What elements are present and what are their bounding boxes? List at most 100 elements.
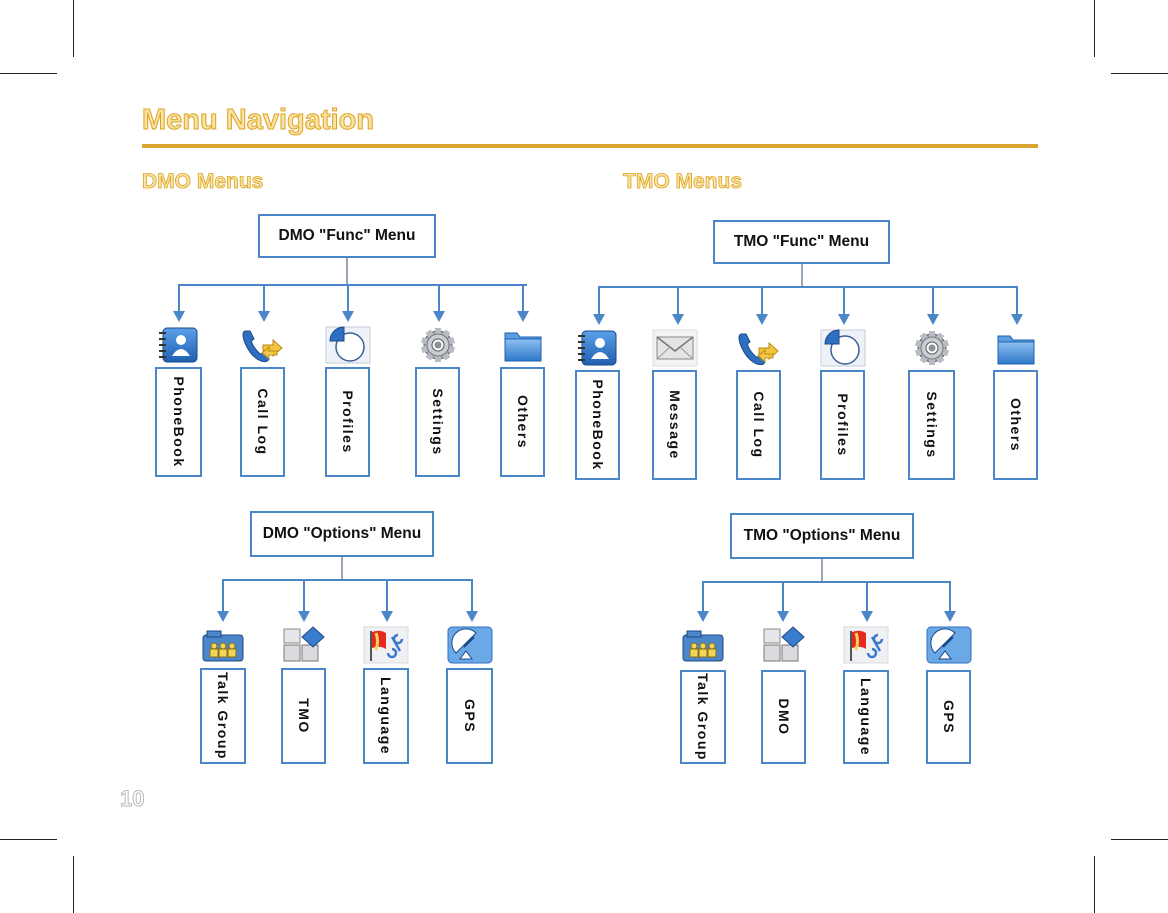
dmo-options-item-language[interactable]: Language (363, 668, 409, 764)
dmo-options-item-talk-group[interactable]: Talk Group (200, 668, 246, 764)
tmo-options-item-label: Language (858, 678, 874, 756)
settings-icon[interactable] (908, 328, 956, 368)
tmo-func-drop-line-message (677, 286, 679, 314)
phonebook-icon[interactable] (574, 328, 622, 368)
tmo-options-item-language[interactable]: Language (843, 670, 889, 764)
folder-icon[interactable] (499, 325, 547, 365)
crop-mark (1111, 839, 1168, 840)
tmo-options-arrow-talk-group (697, 611, 709, 622)
profiles-icon[interactable] (819, 328, 867, 368)
dmo-options-drop-line-talk-group (222, 579, 224, 611)
tmo-options-arrow-dmo (777, 611, 789, 622)
page-number: 10 (120, 786, 144, 812)
dmo-func-item-label: Call Log (255, 388, 271, 455)
tmo-options-drop-line-gps (949, 581, 951, 611)
dmo-func-trunk-line (346, 258, 348, 284)
call-log-icon[interactable] (239, 325, 287, 365)
dmo-func-arrow-settings (433, 311, 445, 322)
dmo-func-item-profiles[interactable]: Profiles (325, 367, 370, 477)
tmo-heading: TMO Menus (623, 170, 742, 194)
tmo-func-item-call-log[interactable]: Call Log (736, 370, 781, 480)
tmo-func-item-message[interactable]: Message (652, 370, 697, 480)
tmo-func-arrow-message (672, 314, 684, 325)
tmo-func-item-phonebook[interactable]: PhoneBook (575, 370, 620, 480)
tmo-func-bus-line (598, 286, 1018, 288)
tmo-options-item-label: DMO (776, 698, 792, 735)
tmo-func-drop-line-others (1016, 286, 1018, 314)
call-log-icon[interactable] (735, 328, 783, 368)
gps-icon[interactable] (925, 625, 973, 665)
folder-icon[interactable] (992, 328, 1040, 368)
dmo-func-item-phonebook[interactable]: PhoneBook (155, 367, 202, 477)
profiles-icon[interactable] (324, 325, 372, 365)
dmo-func-item-label: Profiles (340, 390, 356, 453)
dmo-func-arrow-call-log (258, 311, 270, 322)
dmo-options-bus-line (222, 579, 473, 581)
dmo-func-arrow-others (517, 311, 529, 322)
title-rule (142, 144, 1038, 148)
dmo-options-item-label: Language (378, 677, 394, 755)
dmo-func-drop-line-call-log (263, 284, 265, 311)
tmo-options-arrow-gps (944, 611, 956, 622)
tmo-options-drop-line-talk-group (702, 581, 704, 611)
gps-icon[interactable] (446, 625, 494, 665)
dmo-func-drop-line-profiles (347, 284, 349, 311)
dmo-options-arrow-gps (466, 611, 478, 622)
tmo-func-item-profiles[interactable]: Profiles (820, 370, 865, 480)
tmo-func-trunk-line (801, 264, 803, 286)
tmo-func-item-settings[interactable]: Settings (908, 370, 955, 480)
settings-icon[interactable] (414, 325, 462, 365)
crop-mark (73, 856, 74, 913)
language-icon[interactable] (362, 625, 410, 665)
dmo-func-item-others[interactable]: Others (500, 367, 545, 477)
crop-mark (1094, 0, 1095, 57)
tmo-func-item-label: Settings (924, 391, 940, 458)
tmo-func-arrow-others (1011, 314, 1023, 325)
language-icon[interactable] (842, 625, 890, 665)
dmo-options-item-tmo[interactable]: TMO (281, 668, 326, 764)
crop-mark (73, 0, 74, 57)
dmo-func-drop-line-phonebook (178, 284, 180, 311)
tmo-func-arrow-call-log (756, 314, 768, 325)
tmo-func-item-label: Call Log (751, 391, 767, 458)
page-title: Menu Navigation (142, 104, 374, 137)
tmo-func-arrow-profiles (838, 314, 850, 325)
tmo-options-item-label: Talk Group (695, 673, 711, 761)
talk-group-icon[interactable] (199, 625, 247, 665)
tmo-func-item-others[interactable]: Others (993, 370, 1038, 480)
dmo-func-item-label: PhoneBook (171, 376, 187, 467)
dmo-options-trunk-line (341, 557, 343, 579)
dmo-options-item-gps[interactable]: GPS (446, 668, 493, 764)
dmo-options-drop-line-language (386, 579, 388, 611)
tmo-options-item-gps[interactable]: GPS (926, 670, 971, 764)
dmo-options-menu-box: DMO "Options" Menu (250, 511, 434, 557)
tmo-func-item-label: Profiles (835, 393, 851, 456)
mode-icon[interactable] (760, 625, 808, 665)
crop-mark (0, 73, 57, 74)
tmo-options-drop-line-language (866, 581, 868, 611)
mode-icon[interactable] (280, 625, 328, 665)
tmo-func-item-label: Message (667, 390, 683, 460)
dmo-heading: DMO Menus (142, 170, 263, 194)
tmo-options-item-talk-group[interactable]: Talk Group (680, 670, 726, 764)
tmo-options-item-label: GPS (941, 700, 957, 734)
tmo-func-drop-line-profiles (843, 286, 845, 314)
tmo-options-bus-line (702, 581, 951, 583)
tmo-func-item-label: Others (1008, 398, 1024, 452)
message-icon[interactable] (651, 328, 699, 368)
dmo-options-item-label: GPS (462, 699, 478, 733)
dmo-func-menu-box: DMO "Func" Menu (258, 214, 436, 258)
dmo-func-bus-line (178, 284, 527, 286)
talk-group-icon[interactable] (679, 625, 727, 665)
dmo-options-drop-line-gps (471, 579, 473, 611)
crop-mark (1111, 73, 1168, 74)
crop-mark (1094, 856, 1095, 913)
dmo-func-drop-line-settings (438, 284, 440, 311)
tmo-options-drop-line-dmo (782, 581, 784, 611)
tmo-options-item-dmo[interactable]: DMO (761, 670, 806, 764)
dmo-func-item-call-log[interactable]: Call Log (240, 367, 285, 477)
dmo-func-item-settings[interactable]: Settings (415, 367, 460, 477)
tmo-options-menu-box: TMO "Options" Menu (730, 513, 914, 559)
phonebook-icon[interactable] (155, 325, 203, 365)
tmo-func-arrow-settings (927, 314, 939, 325)
